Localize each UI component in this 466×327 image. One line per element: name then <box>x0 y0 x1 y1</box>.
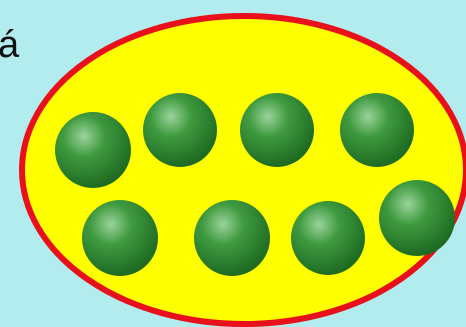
green-ball-icon <box>340 93 414 167</box>
green-ball-icon <box>379 180 455 256</box>
green-ball-icon <box>240 93 314 167</box>
green-ball-icon <box>143 93 217 167</box>
green-ball-icon <box>82 200 158 276</box>
green-ball-icon <box>194 200 270 276</box>
green-ball-icon <box>291 201 365 275</box>
green-ball-icon <box>55 112 131 188</box>
